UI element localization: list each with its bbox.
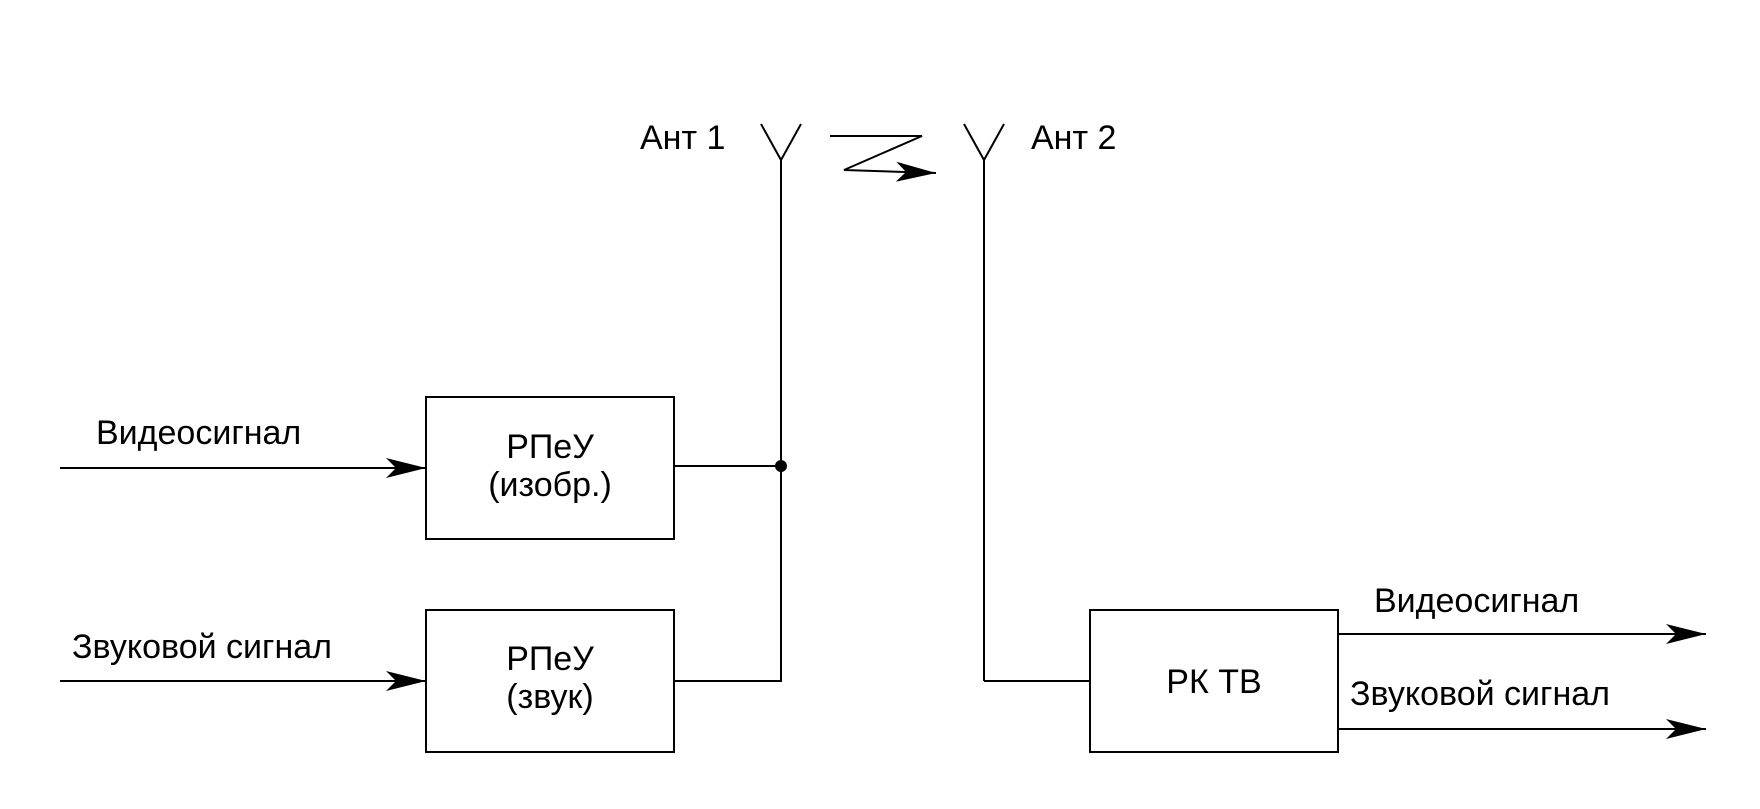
- audio-transmitter-block: РПеУ (звук): [425, 609, 675, 753]
- audio-transmitter-title: РПеУ: [506, 640, 594, 678]
- antenna-2-label: Ант 2: [1031, 119, 1116, 157]
- antenna-2-icon: [963, 123, 1090, 682]
- receiver-video-output-label: Видеосигнал: [1374, 582, 1579, 620]
- radio-wave-arrow-icon: [830, 135, 937, 182]
- receiver-block: РК ТВ: [1089, 609, 1339, 753]
- video-transmitter-title: РПеУ: [506, 428, 594, 466]
- receiver-title: РК ТВ: [1166, 663, 1261, 701]
- antenna-1-icon: [760, 123, 802, 466]
- receiver-audio-output-label: Звуковой сигнал: [1350, 675, 1610, 713]
- audio-transmitter-output-wire: [674, 466, 782, 682]
- audio-input-label: Звуковой сигнал: [72, 628, 332, 666]
- video-input-label: Видеосигнал: [96, 414, 301, 452]
- video-transmitter-subtitle: (изобр.): [488, 466, 612, 504]
- audio-transmitter-subtitle: (звук): [506, 678, 593, 716]
- antenna-1-label: Ант 1: [640, 119, 725, 157]
- video-transmitter-block: РПеУ (изобр.): [425, 396, 675, 540]
